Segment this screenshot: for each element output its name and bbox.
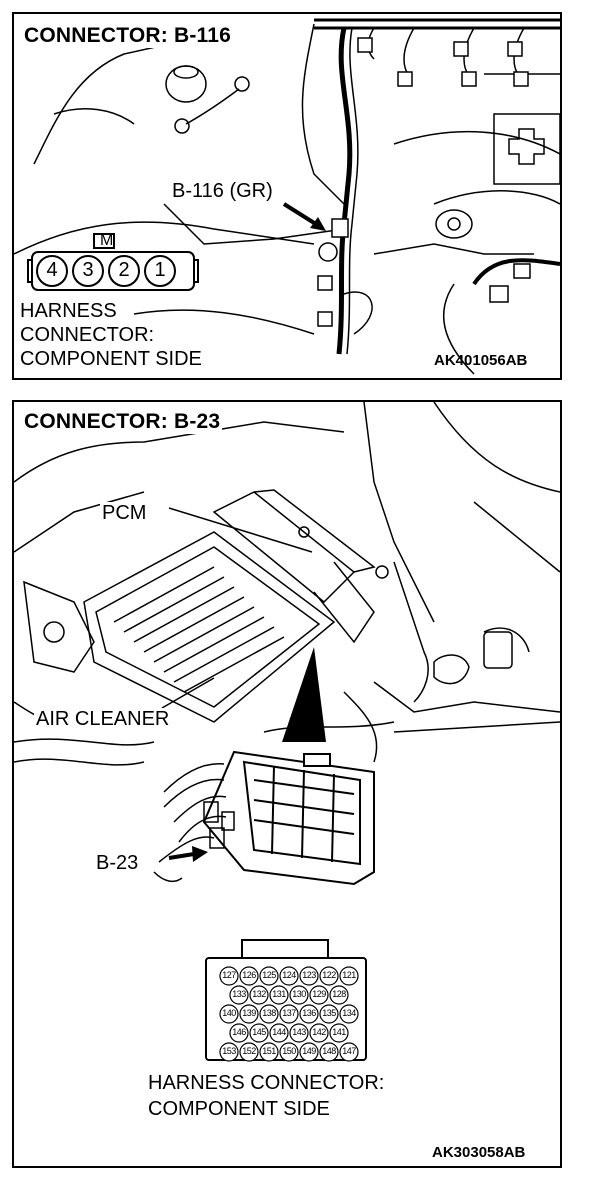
pin-label: 126 xyxy=(242,970,256,980)
pin-circle xyxy=(219,1042,239,1062)
pin-circle xyxy=(259,966,279,986)
pin-circle xyxy=(219,1004,239,1024)
pin-circle xyxy=(229,1023,249,1043)
pin-label: 148 xyxy=(322,1046,336,1056)
pin-circle xyxy=(269,1023,289,1043)
figure-code: AK303058AB xyxy=(432,1144,526,1161)
pin-circle xyxy=(239,1042,259,1062)
pin-circle xyxy=(249,1023,269,1043)
pin-label: 140 xyxy=(222,1008,236,1018)
pin-label: 134 xyxy=(342,1008,356,1018)
pin-circle xyxy=(319,1042,339,1062)
pin-circle xyxy=(279,966,299,986)
pin-label: 135 xyxy=(322,1008,336,1018)
pin-circle xyxy=(269,985,289,1005)
pin-label: 124 xyxy=(282,970,296,980)
pin-label: 122 xyxy=(322,970,336,980)
pin-label: 142 xyxy=(312,1027,326,1037)
connector-title: CONNECTOR: B-116 xyxy=(22,24,234,48)
pin-circle xyxy=(319,1004,339,1024)
connector-callout-label: B-116 (GR) xyxy=(170,180,275,202)
pin-circle xyxy=(219,966,239,986)
pin-label: 139 xyxy=(242,1008,256,1018)
pin-label: 136 xyxy=(302,1008,316,1018)
pin-circle xyxy=(239,966,259,986)
pin-circle xyxy=(289,1023,309,1043)
pin-label: 151 xyxy=(262,1046,276,1056)
pin-label: 2 xyxy=(118,259,130,281)
pin-label: 141 xyxy=(332,1027,346,1037)
pin-circle xyxy=(229,985,249,1005)
connector-key-label: M xyxy=(100,232,114,249)
pin-circle xyxy=(259,1042,279,1062)
pin-label: 121 xyxy=(342,970,356,980)
engine-bay-illustration-b116 xyxy=(14,18,560,375)
pin-circle xyxy=(239,1004,259,1024)
pin-label: 130 xyxy=(292,989,306,999)
pin-label: 4 xyxy=(46,259,58,281)
pin-label: 143 xyxy=(292,1027,306,1037)
pin-circle xyxy=(339,1042,359,1062)
pin-label: 133 xyxy=(232,989,246,999)
pin-label: 145 xyxy=(252,1027,266,1037)
pin-circle xyxy=(329,1023,349,1043)
pin-circle xyxy=(339,1004,359,1024)
harness-caption-line2: COMPONENT SIDE xyxy=(146,1098,332,1120)
pin-label: 131 xyxy=(272,989,286,999)
harness-caption-line2: CONNECTOR: xyxy=(18,324,157,346)
pin-grid-circles xyxy=(219,966,359,1062)
pin-label: 132 xyxy=(252,989,266,999)
pin-circle xyxy=(279,1004,299,1024)
pin-label: 125 xyxy=(262,970,276,980)
pin-label: 153 xyxy=(222,1046,236,1056)
figure-code: AK401056AB xyxy=(434,352,528,369)
pin-circle xyxy=(309,1023,329,1043)
pin-label: 127 xyxy=(222,970,236,980)
harness-caption-line1: HARNESS xyxy=(18,300,119,322)
pin-label: 152 xyxy=(242,1046,256,1056)
pin-circle xyxy=(249,985,269,1005)
pin-label: 128 xyxy=(332,989,346,999)
pin-label: 137 xyxy=(282,1008,296,1018)
harness-caption-line3: COMPONENT SIDE xyxy=(18,348,204,370)
pin-circle xyxy=(309,985,329,1005)
pin-circle xyxy=(299,1042,319,1062)
pin-label: 1 xyxy=(154,259,166,281)
pin-label: 123 xyxy=(302,970,316,980)
pin-label: 146 xyxy=(232,1027,246,1037)
pin-label: 147 xyxy=(342,1046,356,1056)
connector-b23-panel: CONNECTOR: B-23 PCM AIR CLEANER B-23 127… xyxy=(12,400,562,1168)
pin-circle xyxy=(329,985,349,1005)
pin-circle xyxy=(299,966,319,986)
air-cleaner-label: AIR CLEANER xyxy=(34,708,172,730)
pcm-label: PCM xyxy=(100,502,149,524)
pin-circle xyxy=(319,966,339,986)
harness-caption-line1: HARNESS CONNECTOR: xyxy=(146,1072,387,1094)
pin-circle xyxy=(289,985,309,1005)
pin-label: 3 xyxy=(82,259,94,281)
pin-circle xyxy=(259,1004,279,1024)
connector-b116-panel: CONNECTOR: B-116 B-116 (GR) M 4 3 2 1 HA… xyxy=(12,12,562,380)
pin-label: 129 xyxy=(312,989,326,999)
pin-circle xyxy=(299,1004,319,1024)
pin-label: 150 xyxy=(282,1046,296,1056)
connector-callout-label: B-23 xyxy=(94,852,141,874)
pin-label: 144 xyxy=(272,1027,286,1037)
pin-circle xyxy=(339,966,359,986)
pin-label: 149 xyxy=(302,1046,316,1056)
pin-label: 138 xyxy=(262,1008,276,1018)
pin-circle xyxy=(279,1042,299,1062)
connector-title: CONNECTOR: B-23 xyxy=(22,410,223,434)
